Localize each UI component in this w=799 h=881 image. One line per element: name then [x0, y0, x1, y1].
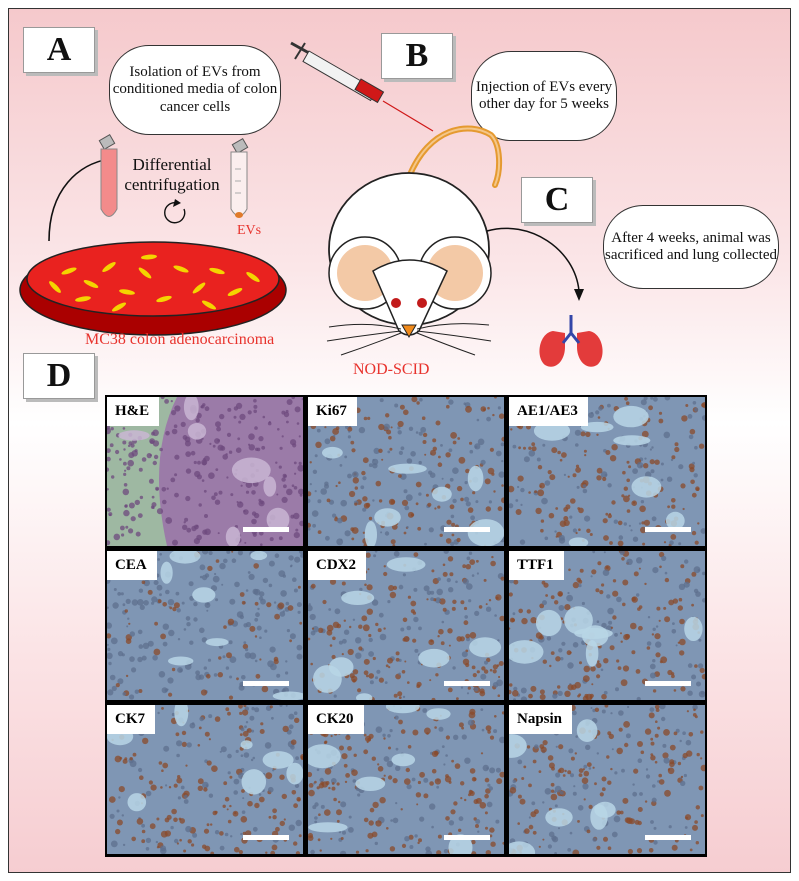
syringe-icon — [290, 41, 434, 132]
scale-bar — [444, 681, 490, 686]
stain-label: CK7 — [107, 705, 155, 734]
ev-tube-icon — [230, 137, 249, 218]
injection-cloud: Injection of EVs every other day for 5 w… — [471, 51, 617, 141]
scale-bar — [243, 527, 289, 532]
injection-text: Injection of EVs every other day for 5 w… — [475, 78, 613, 112]
scale-bar — [243, 835, 289, 840]
after-cloud: After 4 weeks, animal was sacrificed and… — [603, 205, 779, 289]
scale-bar — [444, 527, 490, 532]
scale-bar — [645, 835, 691, 840]
stain-label: H&E — [107, 397, 160, 426]
mouse-icon — [326, 172, 492, 356]
isolation-text: Isolation of EVs from conditioned media … — [112, 64, 278, 115]
red-tube-icon — [98, 133, 118, 217]
stain-label: TTF1 — [509, 551, 564, 580]
panel-letter-c: C — [521, 177, 593, 223]
stain-label: Ki67 — [308, 397, 357, 426]
tissue-texture — [509, 397, 705, 546]
mouse-label: NOD-SCID — [353, 361, 430, 378]
figure-frame: A B C D Isolation of EVs from conditione… — [8, 8, 791, 873]
stain-panel-ae1-ae3: AE1/AE3 — [509, 397, 705, 546]
scale-bar — [243, 681, 289, 686]
stain-label: CK20 — [308, 705, 364, 734]
stain-panel-ck7: CK7 — [107, 705, 303, 854]
stain-panel-cea: CEA — [107, 551, 303, 700]
stain-panel-ck20: CK20 — [308, 705, 504, 854]
stain-panel-cdx2: CDX2 — [308, 551, 504, 700]
scale-bar — [645, 681, 691, 686]
stain-panel-ttf1: TTF1 — [509, 551, 705, 700]
stain-label: Napsin — [509, 705, 573, 734]
differential-label: Differential centrifugation — [124, 155, 220, 194]
lung-icon — [539, 315, 603, 367]
panel-letter-d: D — [23, 353, 95, 399]
stain-panel-napsin: Napsin — [509, 705, 705, 854]
stain-label: CDX2 — [308, 551, 366, 580]
panel-letter-b: B — [381, 33, 453, 79]
scale-bar — [444, 835, 490, 840]
tissue-texture — [308, 705, 504, 854]
isolation-cloud: Isolation of EVs from conditioned media … — [109, 45, 281, 135]
cell-line-label: MC38 colon adenocarcinoma — [85, 331, 275, 348]
stain-panel-ki67: Ki67 — [308, 397, 504, 546]
stain-panel-h-e: H&E — [107, 397, 303, 546]
scale-bar — [645, 527, 691, 532]
tissue-texture — [509, 551, 705, 700]
tissue-texture — [107, 397, 303, 546]
petri-dish-icon — [19, 241, 287, 336]
after-text: After 4 weeks, animal was sacrificed and… — [604, 229, 777, 263]
panel-letter-a: A — [23, 27, 95, 73]
stain-label: CEA — [107, 551, 157, 580]
workflow-illustration — [19, 41, 603, 367]
evs-label: EVs — [237, 223, 262, 238]
stain-label: AE1/AE3 — [509, 397, 588, 426]
